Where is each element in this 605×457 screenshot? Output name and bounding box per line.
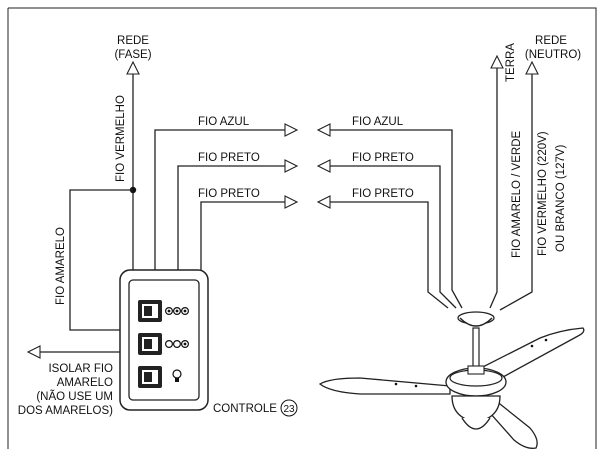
black-wire-1-right	[330, 165, 457, 309]
neutral-arrow-icon	[525, 60, 539, 75]
black1-left-arrow-icon	[284, 159, 299, 173]
ground-wire	[489, 68, 498, 309]
red-white-wire-label-1: FIO VERMELHO (220V)	[537, 131, 549, 256]
blue-wire-left-label: FIO AZUL	[198, 116, 250, 128]
black-wire-2-right-label: FIO PRETO	[352, 188, 414, 200]
blue-left-arrow-icon	[284, 123, 299, 137]
network-neutral-sublabel: (NEUTRO)	[525, 49, 581, 61]
isolate-note-line-2: AMARELO	[57, 377, 113, 389]
black-wire-2-right	[330, 201, 449, 309]
network-phase-label: REDE	[117, 35, 149, 47]
red-white-wire-label-2: OU BRANCO (127V)	[555, 144, 567, 252]
network-phase-sublabel: (FASE)	[114, 49, 151, 61]
controller-number: 23	[283, 404, 295, 415]
isolate-note-line-4: DOS AMARELOS)	[18, 405, 113, 417]
red-wire-label: FIO VERMELHO	[115, 95, 127, 182]
blue-right-arrow-icon	[316, 123, 331, 137]
blue-wire-right-label: FIO AZUL	[352, 116, 404, 128]
black-wire-1-left-label: FIO PRETO	[198, 152, 260, 164]
frame-border	[8, 7, 597, 449]
neutral-wire	[499, 74, 533, 311]
black1-right-arrow-icon	[316, 159, 331, 173]
speed-button-2[interactable]	[138, 333, 190, 355]
blue-wire-right	[330, 129, 463, 309]
phase-arrow-icon	[126, 60, 140, 75]
isolate-arrow-icon	[26, 345, 41, 359]
ground-label: TERRA	[505, 43, 517, 82]
yellow-wire	[69, 189, 133, 331]
isolate-note-line-1: ISOLAR FIO	[48, 363, 113, 375]
ground-arrow-icon	[490, 54, 504, 69]
controller	[119, 269, 209, 411]
blue-wire-left	[154, 129, 285, 270]
isolate-note-line-3: (NÃO USE UM	[36, 390, 113, 403]
yellow-green-wire-label: FIO AMARELO / VERDE	[511, 131, 523, 258]
black-wire-2-left-label: FIO PRETO	[198, 188, 260, 200]
black-wire-1-left	[177, 165, 285, 270]
black2-left-arrow-icon	[284, 195, 299, 209]
controller-label: CONTROLE	[213, 403, 277, 415]
ceiling-fan-icon	[318, 311, 585, 449]
speed-button-1[interactable]	[138, 300, 190, 322]
black-wire-1-right-label: FIO PRETO	[352, 152, 414, 164]
black-wire-2-left	[200, 201, 285, 270]
black2-right-arrow-icon	[316, 195, 331, 209]
light-bulb-icon	[172, 369, 182, 382]
network-neutral-label: REDE	[535, 35, 567, 47]
light-button[interactable]	[138, 366, 162, 388]
yellow-wire-label: FIO AMARELO	[55, 227, 67, 305]
controller-number-badge	[280, 399, 298, 417]
